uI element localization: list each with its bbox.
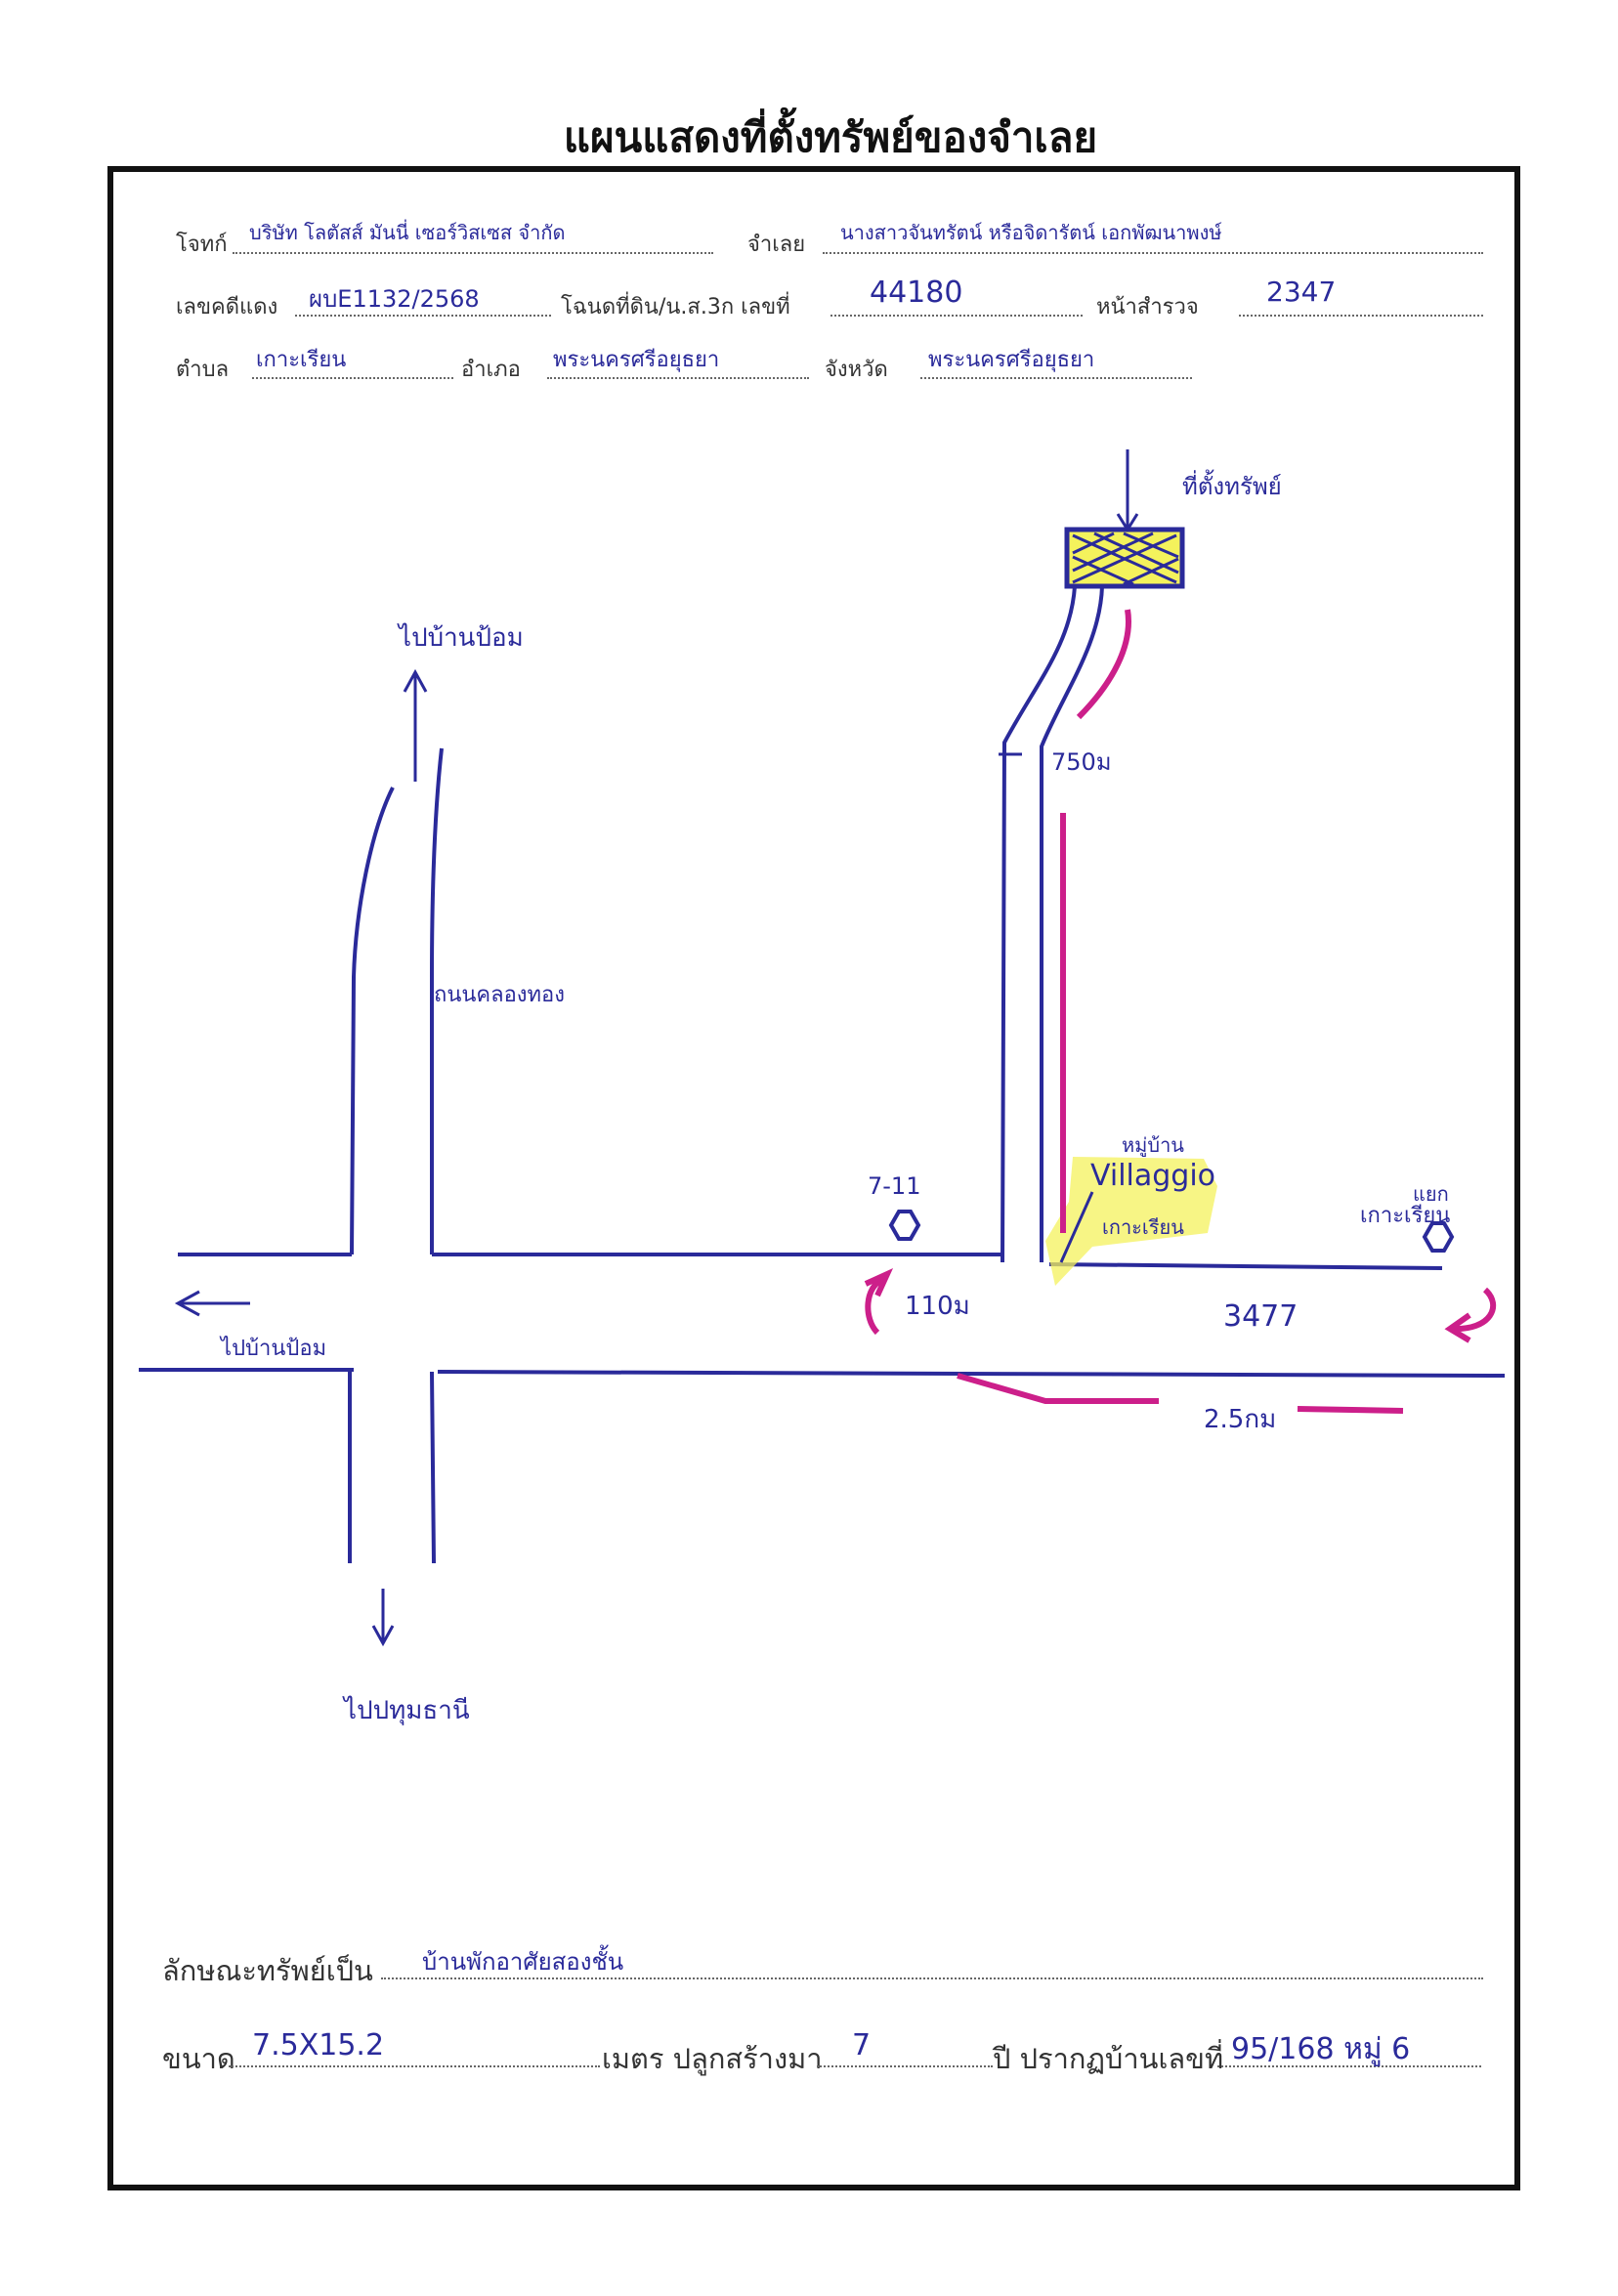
size-label: ขนาด bbox=[162, 2042, 235, 2075]
return-arrow-icon bbox=[1444, 1287, 1497, 1343]
road-name-label: ถนนคลองทอง bbox=[434, 983, 566, 1007]
turn-arrow-icon bbox=[864, 1267, 894, 1336]
intersection-label: แยก bbox=[1413, 1182, 1449, 1206]
survey-dotline bbox=[1239, 315, 1483, 317]
west-arrow bbox=[174, 1290, 250, 1317]
property-label: ที่ตั้งทรัพย์ bbox=[1182, 473, 1282, 500]
years-dotline bbox=[817, 2065, 993, 2067]
lane-left-edge bbox=[1001, 585, 1077, 1263]
route-mark-curve bbox=[1076, 609, 1131, 720]
unit-label: เมตร ปลูกสร้างมา bbox=[602, 2042, 823, 2075]
district-dotline bbox=[547, 377, 809, 379]
province-value: พระนครศรีอยุธยา bbox=[928, 348, 1095, 372]
defendant-label: จำเลย bbox=[747, 233, 806, 257]
property-marker bbox=[1064, 449, 1185, 589]
document-frame bbox=[107, 166, 1520, 2190]
village-top-label: หมู่บ้าน bbox=[1122, 1133, 1184, 1157]
north-road-left bbox=[350, 787, 395, 1255]
lane-right-edge bbox=[1040, 585, 1104, 1262]
south-arrow bbox=[371, 1589, 395, 1647]
village-sub-label: เกาะเรียน bbox=[1102, 1215, 1184, 1239]
defendant-dotline bbox=[823, 252, 1483, 254]
subdistrict-value: เกาะเรียน bbox=[256, 348, 347, 372]
village-name-label: Villaggio bbox=[1090, 1159, 1216, 1193]
deed-dotline bbox=[830, 315, 1083, 317]
village-highlight bbox=[1045, 1157, 1217, 1286]
document-title: แผนแสดงที่ตั้งทรัพย์ของจำเลย bbox=[563, 113, 1098, 161]
case-dotline bbox=[295, 315, 551, 317]
route-mark-highway bbox=[957, 1373, 1404, 1414]
subdistrict-dotline bbox=[252, 377, 453, 379]
deed-value: 44180 bbox=[870, 276, 963, 310]
case-label: เลขคดีแดง bbox=[176, 295, 278, 319]
lane-distance-label: 750ม bbox=[1051, 748, 1112, 776]
type-dotline bbox=[381, 1977, 1483, 1979]
right-label: เกาะเรียน bbox=[1360, 1204, 1451, 1228]
south-road bbox=[348, 1371, 436, 1564]
survey-label: หน้าสำรวจ bbox=[1096, 295, 1199, 319]
district-label: อำเภอ bbox=[461, 358, 521, 382]
main-road-top-edge bbox=[178, 1253, 1443, 1270]
district-value: พระนครศรีอยุธยา bbox=[553, 348, 720, 372]
right-marker-icon bbox=[1422, 1221, 1455, 1253]
plaintiff-label: โจทก์ bbox=[176, 233, 228, 257]
plaintiff-dotline bbox=[233, 252, 713, 254]
years-value: 7 bbox=[852, 2028, 872, 2062]
province-label: จังหวัด bbox=[825, 358, 888, 382]
main-road-bottom-edge bbox=[139, 1368, 1506, 1378]
village-pointer bbox=[1059, 1191, 1094, 1263]
highway-number-label: 3477 bbox=[1223, 1299, 1299, 1334]
store-marker-icon bbox=[888, 1210, 921, 1241]
case-value: ผบE1132/2568 bbox=[309, 285, 480, 313]
west-destination-label: ไปบ้านป้อม bbox=[221, 1337, 327, 1361]
north-road-right bbox=[430, 747, 444, 1254]
defendant-value: นางสาวจันทรัตน์ หรือจิดารัตน์ เอกพัฒนาพง… bbox=[840, 221, 1222, 244]
deed-label: โฉนดที่ดิน/น.ส.3ก เลขที่ bbox=[561, 295, 790, 319]
south-destination-label: ไปปทุมธานี bbox=[344, 1696, 470, 1725]
address-dotline bbox=[1217, 2065, 1481, 2067]
turn-distance-label: 110ม bbox=[905, 1292, 970, 1321]
north-arrow bbox=[403, 668, 428, 782]
north-destination-label: ไปบ้านป้อม bbox=[399, 623, 524, 653]
store-label: 7-11 bbox=[868, 1172, 921, 1200]
size-dotline bbox=[229, 2065, 600, 2067]
plaintiff-value: บริษัท โลตัสส์ มันนี่ เซอร์วิสเซส จำกัด bbox=[249, 221, 566, 244]
subdistrict-label: ตำบล bbox=[176, 358, 230, 382]
segment-distance-label: 2.5กม bbox=[1204, 1405, 1277, 1434]
address-label: ปี ปรากฏบ้านเลขที่ bbox=[993, 2042, 1224, 2075]
size-value: 7.5X15.2 bbox=[252, 2028, 385, 2062]
survey-value: 2347 bbox=[1266, 276, 1337, 308]
address-value: 95/168 หมู่ 6 bbox=[1231, 2032, 1411, 2066]
type-label: ลักษณะทรัพย์เป็น bbox=[162, 1954, 373, 1987]
type-value: บ้านพักอาศัยสองชั้น bbox=[422, 1948, 624, 1976]
province-dotline bbox=[920, 377, 1192, 379]
